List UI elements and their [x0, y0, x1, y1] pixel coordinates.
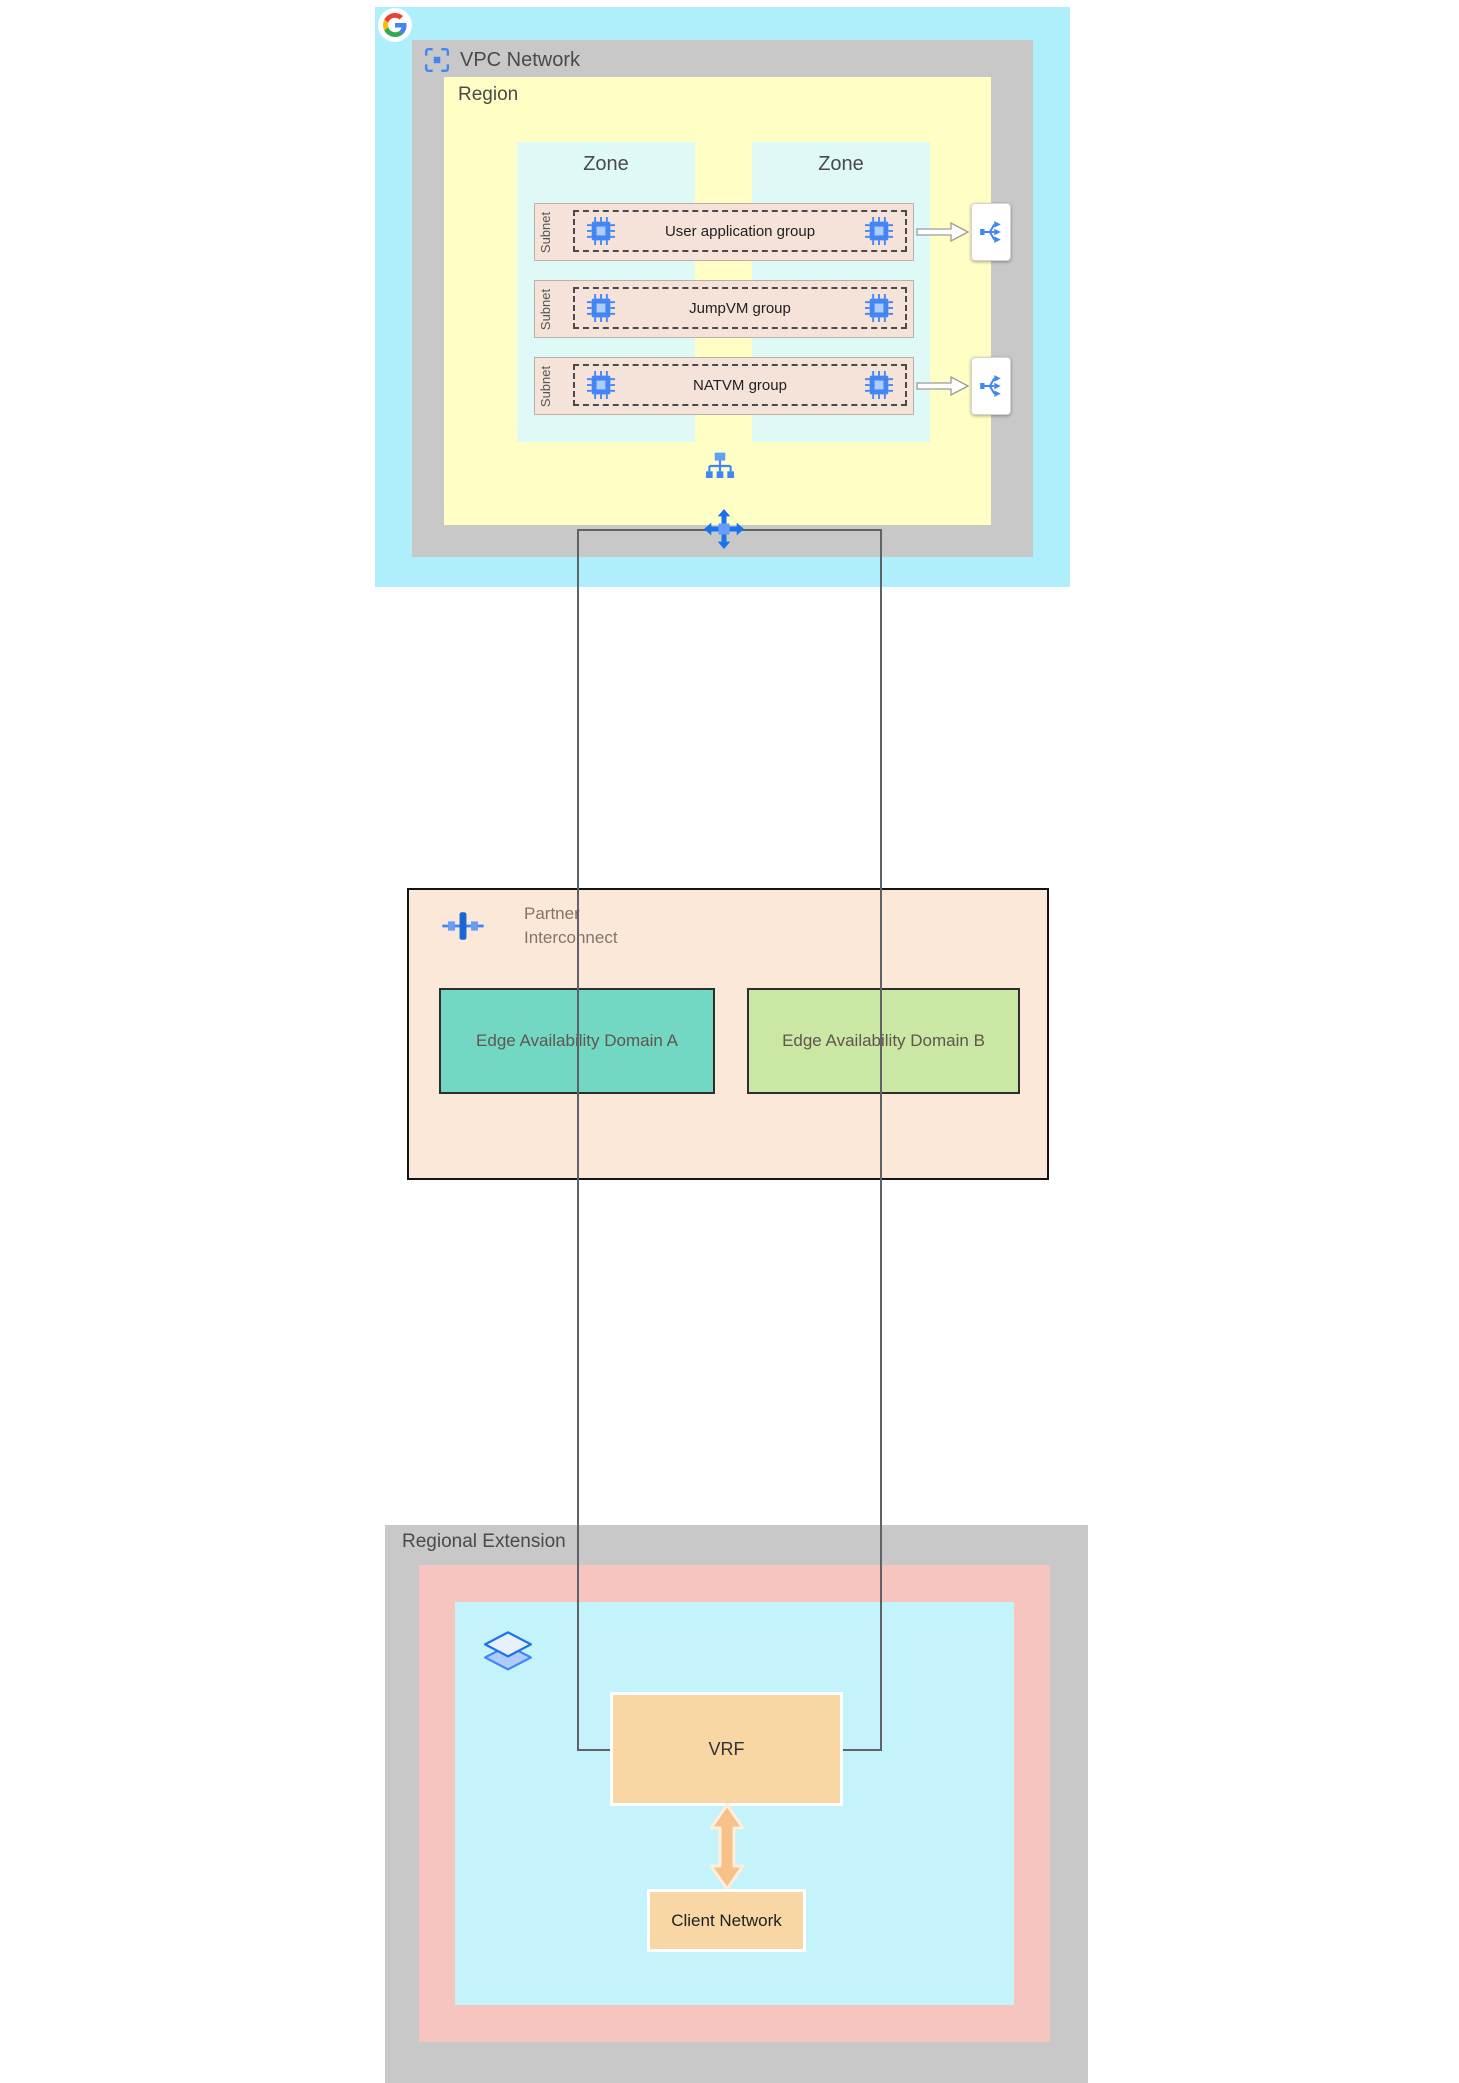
- zone-right-label: Zone: [818, 153, 864, 175]
- vm-icon: [587, 371, 615, 399]
- connection-lines: [577, 529, 882, 1751]
- jumpvm-group: JumpVM group: [573, 287, 907, 329]
- interconnect-icon: [440, 908, 486, 944]
- load-balancer-icon: [978, 373, 1004, 399]
- subnet-label: Subnet: [538, 211, 554, 253]
- group-label: NATVM group: [693, 376, 787, 394]
- vpc-network-icon: [424, 47, 450, 73]
- vm-icon: [865, 217, 893, 245]
- network-icon: [704, 450, 736, 482]
- load-balancer-card: [971, 357, 1011, 415]
- partner-interconnect-title: Partner Interconnect: [524, 904, 618, 947]
- zone-left-label: Zone: [583, 153, 629, 175]
- load-balancer-card: [971, 203, 1011, 261]
- vrf-label: VRF: [708, 1738, 745, 1759]
- vm-icon: [587, 217, 615, 245]
- edge-availability-domain-b: Edge Availability Domain B: [747, 988, 1020, 1094]
- vm-icon: [865, 294, 893, 322]
- natvm-group: NATVM group: [573, 364, 907, 406]
- vrf-box: VRF: [610, 1692, 843, 1806]
- cloud-router-icon: [704, 509, 744, 549]
- vm-icon: [865, 371, 893, 399]
- subnet-row-user-application: Subnet User application group: [534, 203, 914, 261]
- subnet-label: Subnet: [538, 288, 554, 330]
- bidirectional-arrow-icon: [705, 1802, 749, 1892]
- group-label: User application group: [664, 222, 816, 240]
- google-logo-icon: [378, 8, 412, 42]
- group-label: JumpVM group: [689, 299, 791, 317]
- subnet-label: Subnet: [538, 365, 554, 407]
- subnet-row-natvm: Subnet NATVM group: [534, 357, 914, 415]
- subnet-row-jumpvm: Subnet JumpVM group: [534, 280, 914, 338]
- right-arrow-icon: [916, 222, 970, 242]
- regional-extension-label: Regional Extension: [402, 1531, 566, 1552]
- region-label: Region: [458, 84, 519, 105]
- vpc-network-header: VPC Network: [424, 47, 580, 73]
- load-balancer-icon: [978, 219, 1004, 245]
- vm-icon: [587, 294, 615, 322]
- edge-router-icon: [481, 1628, 535, 1676]
- client-network-box: Client Network: [647, 1889, 806, 1952]
- vpc-network-title: VPC Network: [460, 48, 581, 71]
- client-network-label: Client Network: [671, 1910, 782, 1930]
- right-arrow-icon: [916, 376, 970, 396]
- user-application-group: User application group: [573, 210, 907, 252]
